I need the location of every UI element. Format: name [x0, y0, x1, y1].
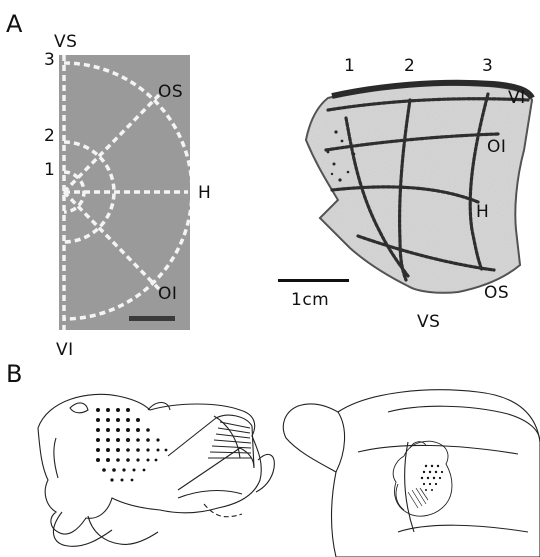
tissue-label-oi: OI: [487, 139, 506, 156]
tissue-label-h: H: [476, 204, 489, 221]
cortex-tissue-section: [288, 80, 534, 302]
panel-a-letter: A: [6, 12, 22, 36]
tissue-line-3: 3: [482, 58, 493, 75]
panel-b-letter: B: [6, 362, 22, 386]
stimulus-bottom-label: VI: [56, 342, 74, 359]
body-map-dots: [96, 408, 167, 482]
stimulus-line-1: 1: [44, 162, 55, 179]
tissue-line-2: 2: [404, 58, 415, 75]
scale-bar: [278, 279, 349, 282]
scale-bar-label: 1cm: [291, 292, 329, 309]
stimulus-label-h: H: [198, 185, 211, 202]
stimulus-line-2: 2: [44, 128, 55, 145]
brain-inset-dots: [421, 465, 443, 491]
stimulus-label-oi: OI: [158, 286, 177, 303]
stimulus-top-label: VS: [54, 34, 77, 51]
tissue-label-vi: VI: [508, 90, 526, 107]
stimulus-line-3: 3: [44, 52, 55, 69]
tissue-line-1: 1: [344, 58, 355, 75]
brain-outline: [283, 390, 540, 557]
stimulus-scale-bar: [129, 316, 175, 321]
tissue-label-vs: VS: [417, 314, 440, 331]
body-map-drawing: [28, 380, 283, 552]
tissue-label-os: OS: [484, 285, 509, 302]
brain-drawing: [278, 382, 540, 557]
stimulus-label-os: OS: [158, 84, 183, 101]
